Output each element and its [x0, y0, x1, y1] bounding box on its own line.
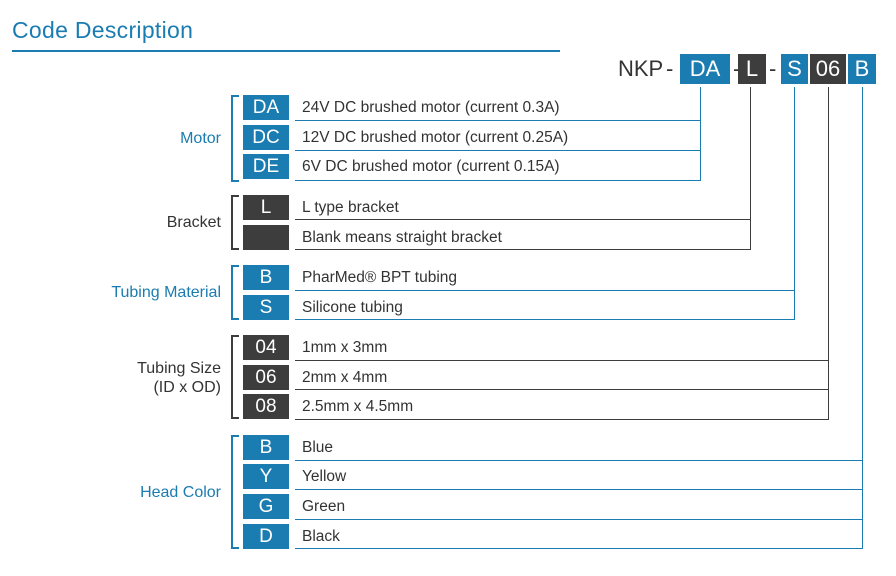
code-description: Black [302, 528, 340, 545]
row-divider [295, 360, 829, 361]
group-bracket-bracket [231, 195, 239, 250]
group-label-head-color: Head Color [140, 484, 221, 501]
code-box: D [243, 524, 289, 549]
row-divider [295, 460, 863, 461]
code-box: 06 [243, 365, 289, 390]
code-description: Yellow [302, 468, 347, 485]
code-description: 24V DC brushed motor (current 0.3A) [302, 99, 560, 116]
row-divider [295, 290, 795, 291]
group-label-bracket: Bracket [166, 214, 221, 231]
code-description: PharMed® BPT tubing [302, 269, 458, 286]
code-box: B [243, 435, 289, 460]
row-divider [295, 219, 751, 220]
row-divider [295, 389, 829, 390]
code-description: 6V DC brushed motor (current 0.15A) [302, 158, 560, 175]
connector-line-tubing-material [794, 87, 795, 320]
code-box: DA [243, 95, 289, 120]
connector-line-tubing-size [828, 87, 829, 420]
group-bracket-motor [231, 95, 239, 182]
row-divider [295, 180, 701, 181]
code-box [243, 225, 289, 250]
connector-line-bracket [750, 87, 751, 250]
group-bracket-head-color [231, 435, 239, 549]
group-bracket-tubing-size [231, 335, 239, 419]
connector-line-head-color [862, 87, 863, 549]
code-description: 2.5mm x 4.5mm [302, 398, 414, 415]
row-divider [295, 319, 795, 320]
model-part-head-color: B [848, 54, 876, 84]
code-box: L [243, 195, 289, 220]
code-description: Green [302, 498, 346, 515]
group-label-tubing-size: Tubing Size (ID x OD) [137, 359, 221, 397]
code-description: L type bracket [302, 199, 399, 216]
title-underline [12, 50, 560, 52]
code-box: Y [243, 464, 289, 489]
model-dash: - [733, 56, 741, 81]
row-divider [295, 120, 701, 121]
model-part-tubing-material: S [781, 54, 808, 84]
model-part-motor: DA [680, 54, 730, 84]
row-divider [295, 249, 751, 250]
connector-line-motor [700, 87, 701, 181]
row-divider [295, 150, 701, 151]
code-description: 2mm x 4mm [302, 369, 388, 386]
page-title: Code Description [12, 17, 194, 43]
code-description: Blue [302, 439, 334, 456]
code-description: Silicone tubing [302, 299, 403, 316]
group-bracket-tubing-material [231, 265, 239, 320]
model-part-tubing-size: 06 [810, 54, 846, 84]
code-description: 1mm x 3mm [302, 339, 388, 356]
model-dash: - [769, 56, 777, 81]
code-box: DE [243, 154, 289, 179]
code-box: DC [243, 125, 289, 150]
code-box: 04 [243, 335, 289, 360]
code-description: Blank means straight bracket [302, 229, 502, 246]
code-box: B [243, 265, 289, 290]
group-label-motor: Motor [180, 130, 221, 147]
row-divider [295, 519, 863, 520]
group-label-tubing-material: Tubing Material [111, 284, 221, 301]
row-divider [295, 489, 863, 490]
model-part-bracket: L [738, 54, 766, 84]
code-box: S [243, 295, 289, 320]
model-prefix: NKP [618, 56, 664, 81]
code-box: G [243, 494, 289, 519]
model-dash: - [666, 56, 674, 81]
group-label-line: Tubing Size [137, 360, 221, 377]
group-label-line: (ID x OD) [153, 379, 221, 396]
row-divider [295, 548, 863, 549]
code-box: 08 [243, 394, 289, 419]
code-description: 12V DC brushed motor (current 0.25A) [302, 129, 569, 146]
row-divider [295, 419, 829, 420]
